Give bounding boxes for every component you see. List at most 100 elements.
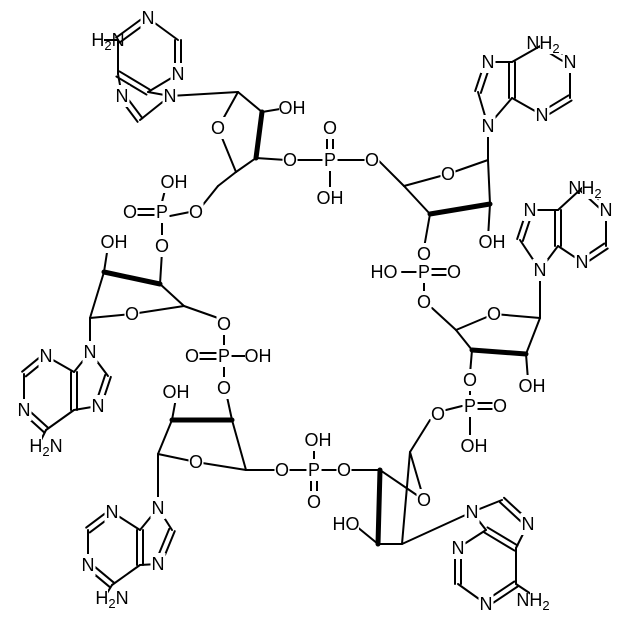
label-background bbox=[161, 171, 187, 193]
label-background bbox=[122, 201, 138, 223]
ribose-6-ring-bond bbox=[401, 451, 411, 545]
p1-phosphorus: P bbox=[324, 150, 336, 170]
label-background bbox=[520, 513, 536, 535]
p1-oxo-o: O bbox=[323, 118, 337, 138]
adenine-3-n1: N bbox=[600, 200, 613, 220]
p5-oxo-o: O bbox=[185, 346, 199, 366]
p4-oxo-o: O bbox=[307, 492, 321, 512]
adenine-2-amine: NH2 bbox=[526, 33, 559, 56]
p1-o3: O bbox=[365, 150, 379, 170]
ribose-2-hydroxyl: OH bbox=[479, 232, 506, 252]
adenine-4-n1: N bbox=[18, 400, 31, 420]
label-background bbox=[534, 104, 550, 126]
label-background bbox=[562, 51, 578, 73]
adenine-2-n9: N bbox=[482, 116, 495, 136]
p5-phosphorus: P bbox=[218, 346, 230, 366]
bond bbox=[445, 405, 463, 411]
bond bbox=[401, 511, 473, 545]
label-background bbox=[80, 554, 96, 576]
bond bbox=[169, 91, 239, 97]
double-bond bbox=[115, 75, 148, 96]
ribose-2-ring-oxygen: O bbox=[441, 164, 455, 184]
p4-phosphorus: P bbox=[308, 460, 320, 480]
label-background bbox=[274, 459, 290, 481]
label-background bbox=[480, 115, 496, 137]
ribose-3-ring-bond bbox=[469, 347, 529, 357]
label-background bbox=[480, 51, 496, 73]
label-background bbox=[16, 399, 32, 421]
label-background bbox=[245, 345, 271, 367]
p5-hydroxyl: OH bbox=[245, 346, 272, 366]
double-bond bbox=[483, 531, 516, 552]
bond bbox=[511, 44, 543, 63]
ribose-3-ring-bond bbox=[493, 313, 541, 319]
label-background bbox=[60, 587, 108, 609]
label-background bbox=[364, 149, 380, 171]
label-background bbox=[163, 381, 189, 403]
ribose-4-hydroxyl: OH bbox=[101, 232, 128, 252]
label-background bbox=[522, 199, 538, 221]
adenine-3-amine: NH2 bbox=[568, 178, 601, 201]
adenine-4-n7: N bbox=[92, 396, 105, 416]
p3-o: O bbox=[463, 370, 477, 390]
adenine-1-amine: H2N bbox=[91, 30, 124, 53]
ribose-4-ring-bond bbox=[89, 271, 105, 319]
ribose-2-ring-bond bbox=[487, 159, 491, 205]
adenine-5-n9: N bbox=[152, 498, 165, 518]
label-background bbox=[140, 7, 156, 29]
label-background bbox=[532, 259, 548, 281]
adenine-6-n1: N bbox=[480, 594, 493, 614]
label-background bbox=[479, 231, 505, 253]
ribose-6-ring-bond bbox=[375, 467, 383, 547]
p6-hydroxyl: OH bbox=[161, 172, 188, 192]
bond bbox=[409, 419, 431, 453]
label-background bbox=[336, 459, 352, 481]
adenine-2-n1: N bbox=[564, 52, 577, 72]
ribose-1-hydroxyl: OH bbox=[279, 98, 306, 118]
p3-hydroxyl: OH bbox=[461, 436, 488, 456]
label-background bbox=[114, 85, 130, 107]
label-background bbox=[492, 395, 508, 417]
label-background bbox=[216, 313, 232, 335]
adenine-6-n7: N bbox=[522, 514, 535, 534]
adenine-1-n7: N bbox=[116, 86, 129, 106]
label-background bbox=[462, 395, 478, 417]
ribose-6-hydroxyl: HO bbox=[333, 514, 360, 534]
label-background bbox=[305, 429, 331, 451]
label-background bbox=[90, 395, 106, 417]
label-background bbox=[478, 593, 494, 615]
p2-hydroxyl: HO bbox=[371, 262, 398, 282]
label-background bbox=[56, 29, 104, 51]
label-background bbox=[462, 369, 478, 391]
label-background bbox=[574, 251, 590, 273]
ribose-1-ring-bond bbox=[237, 91, 263, 113]
adenine-4-n3: N bbox=[40, 346, 53, 366]
adenine-4-amine: H2N bbox=[29, 436, 62, 459]
label-background bbox=[210, 117, 226, 139]
ribose-4-ring-bond bbox=[131, 305, 185, 315]
ribose-6-ring-oxygen: O bbox=[417, 490, 431, 510]
label-background bbox=[188, 201, 204, 223]
label-background bbox=[519, 375, 545, 397]
ribose-3-hydroxyl: OH bbox=[519, 376, 546, 396]
bond bbox=[377, 159, 405, 187]
bond bbox=[183, 305, 219, 319]
label-background bbox=[104, 501, 120, 523]
ribose-3-ring-bond bbox=[455, 329, 473, 351]
label-background bbox=[416, 291, 432, 313]
label-background bbox=[82, 341, 98, 363]
label-background bbox=[430, 403, 446, 425]
adenine-6-amine: NH2 bbox=[516, 590, 549, 613]
adenine-3-n3: N bbox=[576, 252, 589, 272]
p6-o5: O bbox=[189, 202, 203, 222]
label-background bbox=[170, 63, 186, 85]
label-background bbox=[0, 435, 42, 457]
label-background bbox=[279, 97, 305, 119]
p5-o3: O bbox=[217, 378, 231, 398]
ribose-4-ring-oxygen: O bbox=[125, 304, 139, 324]
ribose-2-ring-bond bbox=[403, 185, 431, 215]
p3-phosphorus: P bbox=[464, 396, 476, 416]
label-background bbox=[101, 231, 127, 253]
ribose-4-ring-bond bbox=[101, 269, 163, 287]
